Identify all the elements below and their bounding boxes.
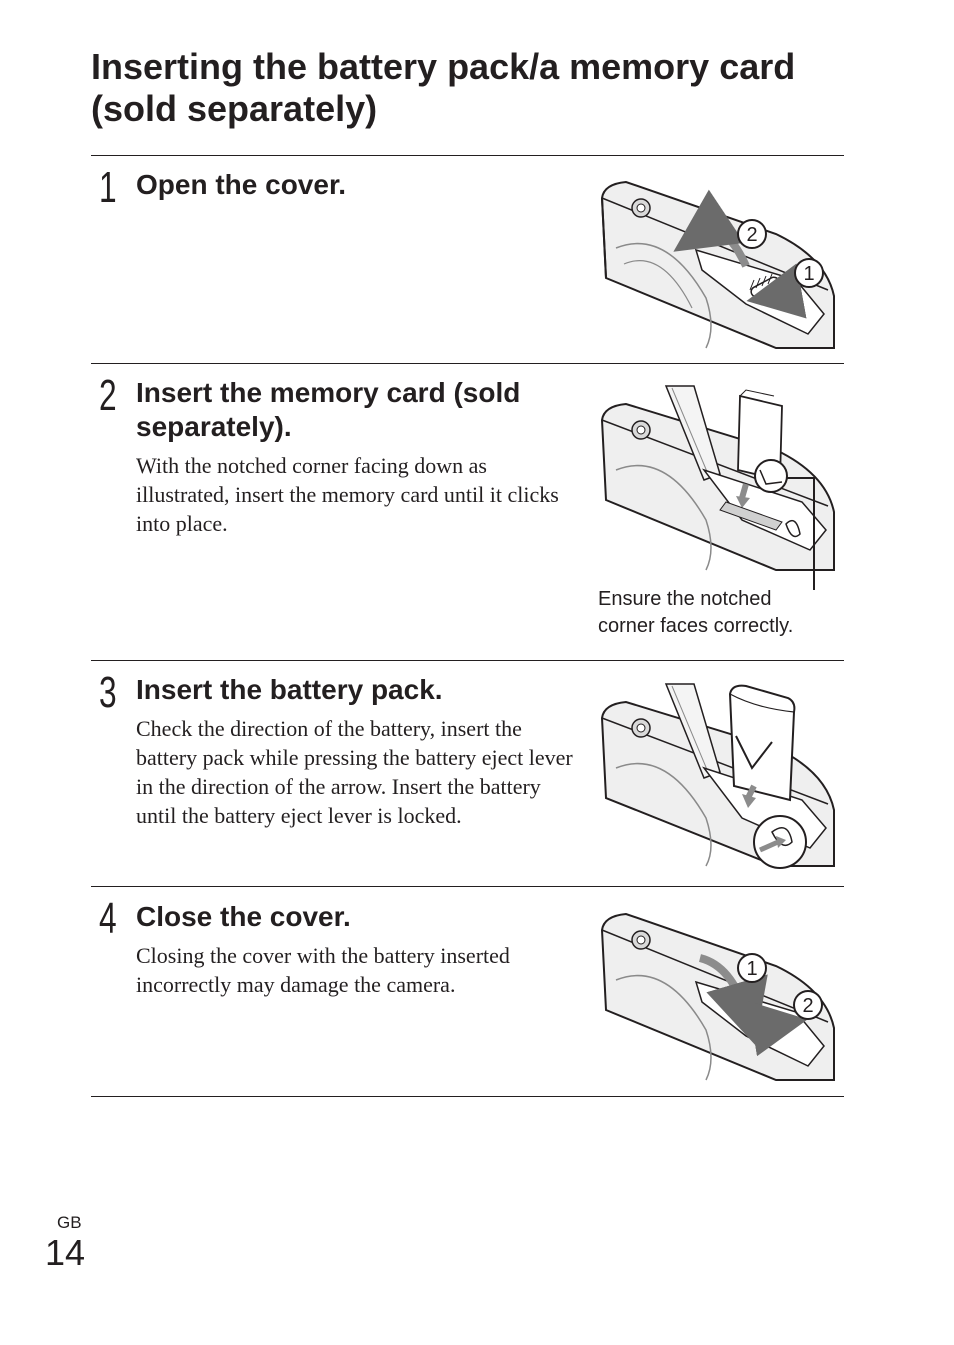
callout-2-icon: 2 (793, 990, 823, 1020)
page-title: Inserting the battery pack/a memory card… (91, 46, 796, 129)
step-4-heading: Close the cover. (136, 901, 351, 932)
step-1-heading: Open the cover. (136, 169, 347, 200)
divider (91, 1096, 844, 1097)
callout-label: 2 (802, 995, 813, 1017)
callout-label: 1 (803, 263, 814, 285)
step-4-body: Closing the cover with the battery inser… (136, 943, 510, 997)
callout-label: 1 (746, 958, 757, 980)
step-2-number: 2 (99, 371, 117, 420)
step-3-body: Check the direction of the battery, inse… (136, 716, 573, 828)
camera-insert-battery-illustration (600, 683, 835, 869)
caption-line: Ensure the notched (598, 588, 772, 610)
page-number: 14 (45, 1232, 86, 1273)
callout-1-icon: 1 (737, 953, 767, 983)
camera-insert-card-illustration (600, 385, 835, 590)
step-3-number: 3 (99, 668, 117, 717)
divider (91, 886, 844, 887)
divider (91, 363, 844, 364)
camera-close-cover-illustration: 1 2 (600, 912, 835, 1081)
notched-corner-caption: Ensure the notched corner faces correctl… (598, 586, 844, 640)
camera-open-cover-illustration: 2 1 (600, 180, 835, 349)
callout-2-icon: 2 (737, 219, 767, 249)
step-2-body: With the notched corner facing down as i… (136, 453, 559, 536)
callout-1-icon: 1 (794, 258, 824, 288)
page-region-label: GB (57, 1213, 82, 1232)
step-1-number: 1 (99, 163, 117, 212)
caption-line: corner faces correctly. (598, 615, 794, 637)
callout-label: 2 (746, 224, 757, 246)
step-4-number: 4 (99, 894, 117, 943)
step-3-heading: Insert the battery pack. (136, 674, 443, 705)
divider (91, 155, 844, 156)
divider (91, 660, 844, 661)
step-2-heading: Insert the memory card (sold separately)… (136, 377, 521, 442)
